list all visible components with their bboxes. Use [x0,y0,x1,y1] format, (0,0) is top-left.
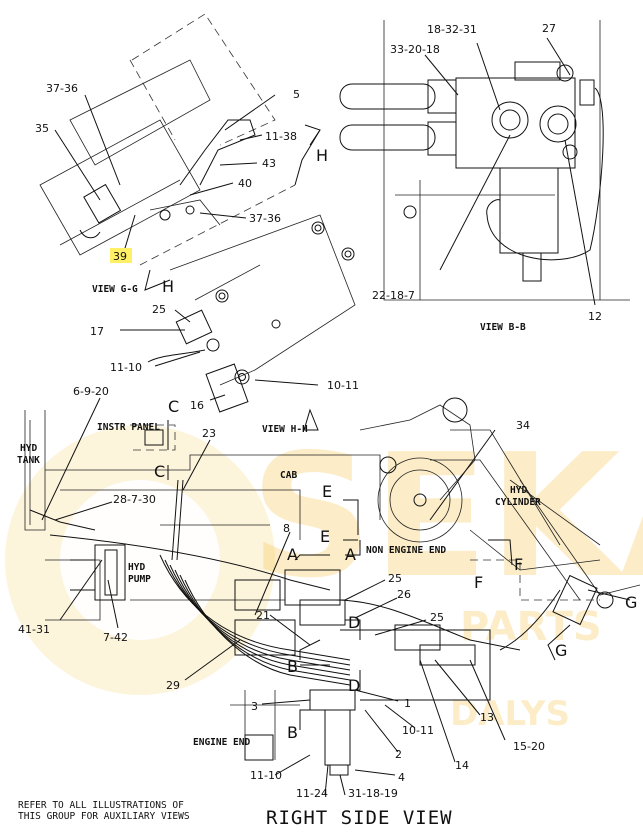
callout-22-18-7[interactable]: 22-18-7 [372,289,415,302]
callout-7-42[interactable]: 7-42 [103,631,128,644]
callout-34[interactable]: 34 [516,419,530,432]
section-g-left: G [555,641,567,660]
callout-11-10-gg[interactable]: 11-10 [110,361,142,374]
callout-14[interactable]: 14 [455,759,469,772]
callout-41-31[interactable]: 41-31 [18,623,50,636]
callout-1[interactable]: 1 [404,697,411,710]
section-a-left: A [287,545,298,564]
callout-11-38[interactable]: 11-38 [265,130,297,143]
callout-25-gg[interactable]: 25 [152,303,166,316]
engine-end-note: ENGINE END [193,737,250,748]
callout-8[interactable]: 8 [283,522,290,535]
callout-5[interactable]: 5 [293,88,300,101]
cab-note: CAB [280,470,297,481]
watermark: SEKA PARTS DALYS [5,418,643,734]
section-h-bottom: H [162,277,174,296]
watermark-main: SEKA [250,418,643,616]
hyd-tank-note-1: HYD [20,443,37,454]
view-hh-title: VIEW H-H [262,424,308,435]
callout-11-10-rs[interactable]: 11-10 [250,769,282,782]
view-bb-drawing [339,20,630,306]
hyd-pump-note-2: PUMP [128,574,151,585]
section-f-left: F [474,573,483,592]
callout-23[interactable]: 23 [202,427,216,440]
section-a-right: A [345,545,356,564]
section-f-right: F [514,555,523,574]
callout-15-20[interactable]: 15-20 [513,740,545,753]
hyd-pump-note-1: HYD [128,562,145,573]
section-d-bottom: D [348,676,360,695]
view-gg-drawing [39,13,321,291]
section-c-bottom: C [154,462,165,481]
callout-2[interactable]: 2 [395,748,402,761]
callout-18-32-31[interactable]: 18-32-31 [427,23,477,36]
section-g-right: G [625,593,637,612]
callout-33-20-18[interactable]: 33-20-18 [390,43,440,56]
callout-16[interactable]: 16 [190,399,204,412]
instr-panel-note: INSTR PANEL [97,422,160,433]
callout-10-11-gg[interactable]: 10-11 [327,379,359,392]
section-e-bottom: E [320,527,330,546]
hyd-cylinder-note-2: CYLINDER [495,497,541,508]
callout-31-18-19[interactable]: 31-18-19 [348,787,398,800]
callout-27[interactable]: 27 [542,22,556,35]
callout-26[interactable]: 26 [397,588,411,601]
hyd-tank-note-2: TANK [17,455,40,466]
refer-note-line-1: REFER TO ALL ILLUSTRATIONS OF [18,800,184,811]
callout-40[interactable]: 40 [238,177,252,190]
hyd-cylinder-note-1: HYD [510,485,527,496]
callout-12[interactable]: 12 [588,310,602,323]
callout-4[interactable]: 4 [398,771,405,784]
callout-6-9-20[interactable]: 6-9-20 [73,385,109,398]
callout-37-36-mid[interactable]: 37-36 [249,212,281,225]
section-d-top: D [348,613,360,632]
callout-21[interactable]: 21 [256,609,270,622]
callout-25-mid[interactable]: 25 [388,572,402,585]
section-h-top: H [316,146,328,165]
callout-3[interactable]: 3 [251,700,258,713]
section-c-top: C [168,397,179,416]
right-side-view-drawing [24,397,641,796]
callout-35[interactable]: 35 [35,122,49,135]
view-gg-title: VIEW G-G [92,284,138,295]
section-b-top: B [287,657,298,676]
callout-11-24[interactable]: 11-24 [296,787,328,800]
view-bb-title: VIEW B-B [480,322,526,333]
non-engine-end-note: NON ENGINE END [366,545,446,556]
bracket-drawing [120,214,356,413]
callout-39-highlight [110,248,132,263]
refer-note-line-2: THIS GROUP FOR AUXILIARY VIEWS [18,811,190,822]
watermark-sub2: DALYS [450,694,570,734]
callout-28-7-30[interactable]: 28-7-30 [113,493,156,506]
section-e-top: E [322,482,332,501]
callout-29[interactable]: 29 [166,679,180,692]
callout-43[interactable]: 43 [262,157,276,170]
callout-10-11-rs[interactable]: 10-11 [402,724,434,737]
callout-13[interactable]: 13 [480,711,494,724]
callout-37-36-top[interactable]: 37-36 [46,82,78,95]
callout-25-low[interactable]: 25 [430,611,444,624]
right-side-view-title: RIGHT SIDE VIEW [266,807,453,829]
section-b-bottom: B [287,723,298,742]
callout-17[interactable]: 17 [90,325,104,338]
callout-39[interactable]: 39 [113,250,127,263]
